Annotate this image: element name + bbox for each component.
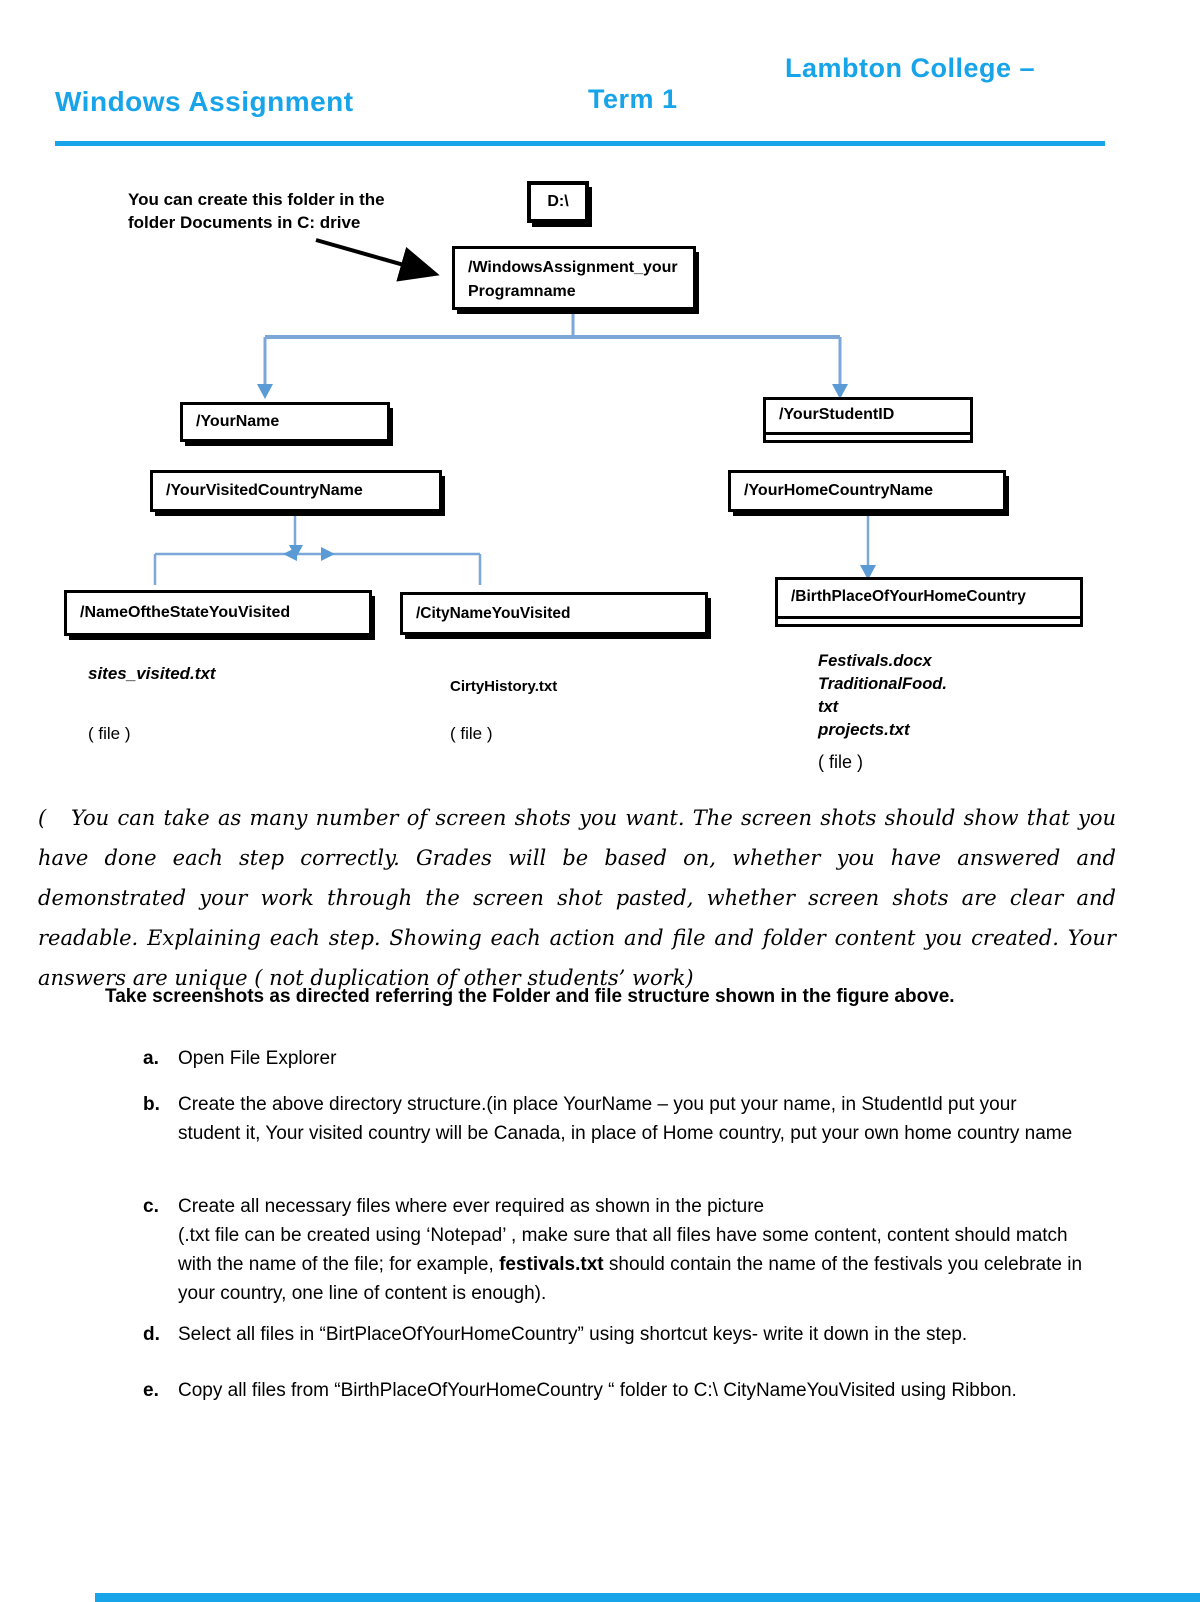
list-item-e-label: e.	[143, 1380, 159, 1401]
list-item-b-text: Create the above directory structure.(in…	[178, 1094, 1073, 1144]
list-item-c: c. Create all necessary files where ever…	[143, 1192, 1088, 1308]
list-item-d-text: Select all files in “BirtPlaceOfYourHome…	[178, 1324, 968, 1345]
node-birth-place-label: /BirthPlaceOfYourHomeCountry	[791, 588, 1026, 605]
file-marker-sites: ( file )	[88, 724, 131, 743]
term-label: Term 1	[588, 84, 678, 114]
instructions-heading: Take screenshots as directed referring t…	[105, 986, 955, 1007]
node-root-folder: /WindowsAssignment_your Programname	[452, 246, 696, 310]
list-item-e: e. Copy all files from “BirthPlaceOfYour…	[143, 1376, 1043, 1405]
node-birth-place: /BirthPlaceOfYourHomeCountry	[775, 577, 1083, 627]
document-title: Windows Assignment	[55, 86, 354, 117]
list-item-c-text: Create all necessary files where ever re…	[178, 1192, 1088, 1308]
file-marker-birth: ( file )	[818, 752, 863, 772]
node-your-name: /YourName	[180, 402, 390, 442]
list-item-a: a. Open File Explorer	[143, 1044, 1103, 1073]
list-item-c-pre: Create all necessary files where ever re…	[178, 1196, 1068, 1275]
node-student-id-label: /YourStudentID	[779, 406, 895, 423]
file-sites-visited: sites_visited.txt	[88, 664, 216, 683]
list-item-b: b. Create the above directory structure.…	[143, 1090, 1078, 1148]
list-item-a-label: a.	[143, 1048, 159, 1069]
file-marker-city: ( file )	[450, 724, 493, 743]
list-item-b-label: b.	[143, 1094, 160, 1115]
node-visited-country: /YourVisitedCountryName	[150, 470, 442, 512]
annotation-note: You can create this folder in the folder…	[128, 190, 385, 232]
list-item-d: d. Select all files in “BirtPlaceOfYourH…	[143, 1320, 1103, 1349]
node-birth-place-underline	[777, 616, 1081, 619]
node-home-country: /YourHomeCountryName	[728, 470, 1006, 512]
header-divider	[55, 141, 1105, 146]
folder-tree-connectors	[153, 238, 876, 585]
list-item-c-filename: festivals.txt	[499, 1254, 604, 1275]
list-item-c-post: should contain the name of the festivals…	[178, 1254, 1083, 1304]
list-item-c-label: c.	[143, 1196, 159, 1217]
file-city-history: CirtyHistory.txt	[450, 678, 558, 695]
page-bottom-divider	[95, 1593, 1200, 1602]
file-projects: projects.txt	[818, 720, 910, 739]
node-drive: D:\	[527, 181, 589, 223]
list-item-e-text: Copy all files from “BirthPlaceOfYourHom…	[178, 1380, 1017, 1401]
node-state-visited: /NameOftheStateYouVisited	[64, 590, 372, 636]
node-student-id: /YourStudentID	[763, 397, 973, 443]
node-student-id-underline	[765, 432, 971, 435]
grading-note: ( You can take as many number of screen …	[38, 806, 1116, 990]
file-festivals-group: Festivals.docx TraditionalFood. txt	[818, 652, 947, 716]
college-name: Lambton College –	[785, 53, 1036, 83]
list-item-a-text: Open File Explorer	[178, 1048, 337, 1069]
node-city-visited: /CityNameYouVisited	[400, 592, 708, 635]
list-item-d-label: d.	[143, 1324, 160, 1345]
